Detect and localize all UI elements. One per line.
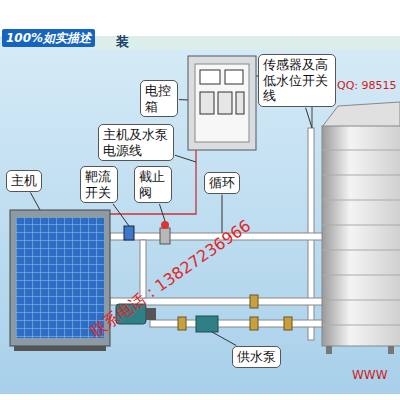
supply-pump [196, 316, 218, 332]
supply-pipe [150, 320, 322, 327]
callout-text: 传感器及高低水位开关线 [263, 57, 331, 104]
breaker [236, 92, 244, 114]
callout-text: 截止阀 [139, 169, 167, 200]
callout-text: 靶流开关 [85, 169, 113, 200]
callout-box: 循环 [204, 172, 240, 194]
control-box [188, 56, 256, 150]
valve-handle [161, 221, 169, 229]
stop-valve [160, 228, 170, 244]
callout-text: 主机 [11, 173, 37, 189]
callout-text: 电控箱 [145, 83, 173, 114]
callout-box: 主机 [6, 170, 42, 192]
callout-box: 传感器及高低水位开关线 [258, 54, 336, 107]
valve [178, 317, 186, 330]
meter [225, 70, 243, 84]
header-text: 装 [116, 33, 129, 51]
flow-switch [124, 226, 134, 240]
control-panel [195, 64, 249, 142]
tank-leg [388, 346, 394, 354]
pump-head [146, 308, 156, 320]
callout-box: 靶流开关 [80, 166, 118, 203]
valve [250, 295, 258, 308]
callout-text: 循环 [209, 175, 235, 191]
watermark: WWW [352, 368, 388, 382]
callout-text: 主机及水泵电源线 [103, 127, 169, 158]
callout-box: 供水泵 [232, 346, 281, 368]
leader-line [179, 99, 188, 100]
callout-text: 100%如实描述 [6, 31, 91, 45]
leader-line [306, 108, 312, 128]
callout-box: 主机及水泵电源线 [98, 124, 174, 161]
header-band [90, 36, 400, 50]
watermark: QQ: 98515 [337, 79, 397, 92]
callout-text: 供水泵 [237, 349, 276, 365]
leader-line [113, 204, 129, 226]
badge: 100%如实描述 [2, 29, 95, 47]
leader-line [175, 155, 196, 162]
breaker [200, 92, 214, 114]
water-tank [322, 126, 400, 346]
leader-line [30, 192, 40, 210]
valve [250, 317, 258, 330]
valve [284, 317, 292, 330]
leader-line [159, 204, 165, 221]
tank-ridges [322, 150, 400, 325]
meter [200, 70, 220, 84]
tank-leg [326, 346, 332, 354]
leader-line [212, 332, 236, 346]
callout-box: 截止阀 [134, 166, 172, 203]
heat-pump-base [14, 346, 106, 351]
callout-box: 电控箱 [140, 80, 178, 117]
leader-line [222, 195, 223, 233]
breaker [218, 92, 232, 114]
heat-pump-grille [16, 218, 104, 338]
